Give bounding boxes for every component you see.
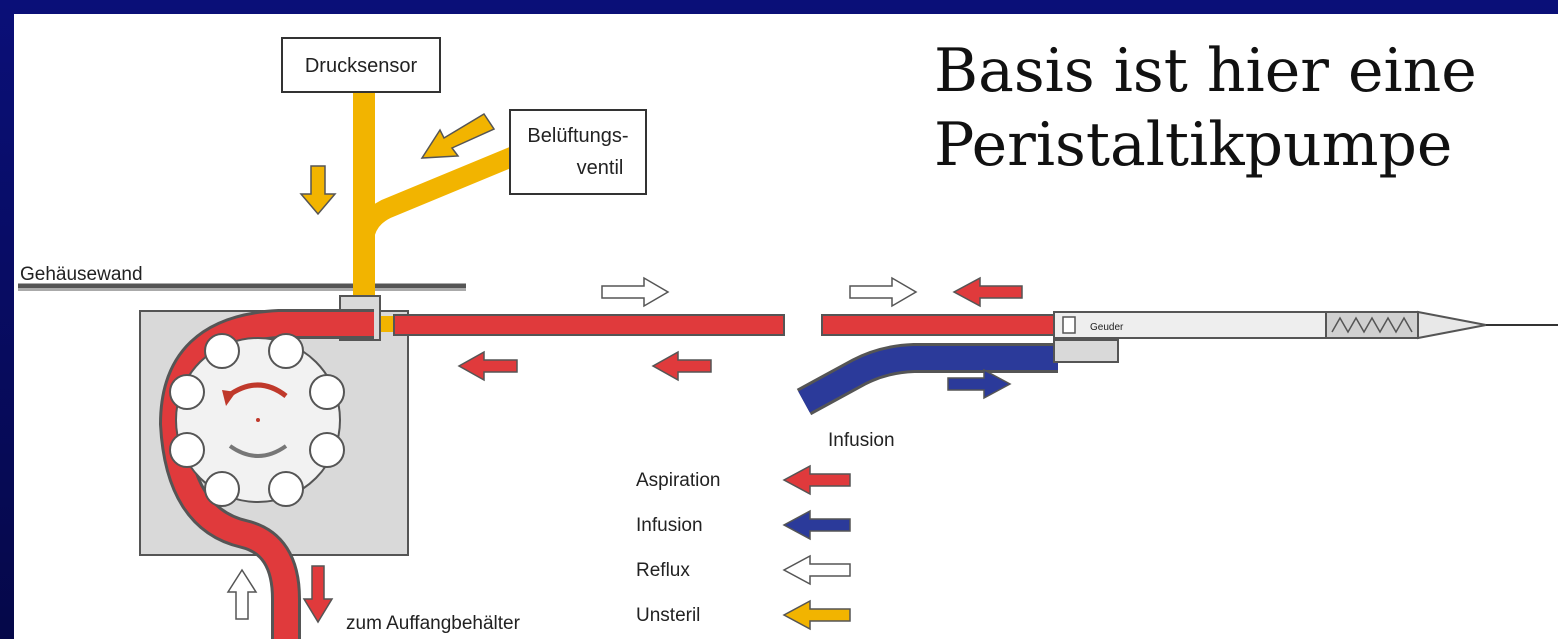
white-arrow-left-icon: [782, 554, 851, 586]
yellow-arrow-left-icon: [782, 599, 851, 631]
infusion-port: [1053, 339, 1119, 363]
slide-title-line2: Peristaltikpumpe: [934, 110, 1453, 180]
white-arrow-right-icon: [601, 276, 670, 308]
roller: [204, 471, 240, 507]
vent-valve-line: [354, 146, 518, 249]
vent-valve-label-line1: Belüftungs-: [527, 125, 628, 147]
aspiration-tube-right: [821, 314, 1059, 336]
infusion-inlet-label: Infusion: [828, 430, 895, 451]
roller: [268, 471, 304, 507]
vent-valve-box: [509, 109, 647, 195]
diagram-panel: Geuder Drucksensor Belüftungs- ventil Ge…: [14, 14, 1558, 639]
infusion-tube: [798, 346, 1058, 413]
pressure-sensor-label: Drucksensor: [305, 55, 418, 77]
rotation-arrowhead-icon: [222, 390, 236, 406]
aspiration-tube-left: [393, 314, 785, 336]
vent-valve-label-line2: ventil: [577, 157, 624, 179]
white-arrow-right-icon: [849, 276, 918, 308]
red-arrow-left-icon: [952, 276, 1023, 308]
legend-label-unsterile: Unsteril: [636, 605, 700, 626]
legend: Aspiration Infusion Reflux Unsteril: [636, 464, 851, 631]
peristaltic-pump-diagram: Geuder Drucksensor Belüftungs- ventil Ge…: [18, 37, 1558, 639]
blue-arrow-right-icon: [947, 368, 1012, 400]
wheel-center: [256, 418, 260, 422]
handpiece-grip: [1325, 311, 1419, 339]
red-arrow-left-icon: [782, 464, 851, 496]
red-arrow-left-icon: [651, 350, 712, 382]
yellow-arrow-diagonal-icon: [420, 112, 496, 159]
yellow-arrow-down-icon: [299, 165, 337, 216]
instrument-brand-label: Geuder: [1090, 322, 1124, 333]
legend-label-infusion: Infusion: [636, 515, 703, 536]
pressure-sensor-box: [281, 37, 441, 93]
roller: [169, 432, 205, 468]
red-arrow-down-icon: [302, 565, 334, 624]
reverse-rotation-arrow-icon: [228, 444, 288, 458]
blue-arrow-left-icon: [782, 509, 851, 541]
handpiece-tip: [1417, 310, 1487, 340]
flow-arrows: [226, 112, 1023, 624]
roller: [169, 374, 205, 410]
handpiece-window: [1062, 316, 1076, 334]
housing-wall-label: Gehäusewand: [20, 264, 143, 285]
legend-label-aspiration: Aspiration: [636, 470, 721, 491]
red-arrow-left-icon: [457, 350, 518, 382]
roller: [268, 333, 304, 369]
roller: [309, 432, 345, 468]
collection-container-label: zum Auffangbehälter: [346, 613, 521, 634]
pump-rollers: [169, 333, 345, 507]
grip-thread: [1331, 316, 1413, 334]
roller: [309, 374, 345, 410]
legend-label-reflux: Reflux: [636, 560, 690, 581]
white-arrow-up-icon: [226, 568, 258, 620]
roller: [204, 333, 240, 369]
slide-title-line1: Basis ist hier eine: [934, 36, 1477, 106]
